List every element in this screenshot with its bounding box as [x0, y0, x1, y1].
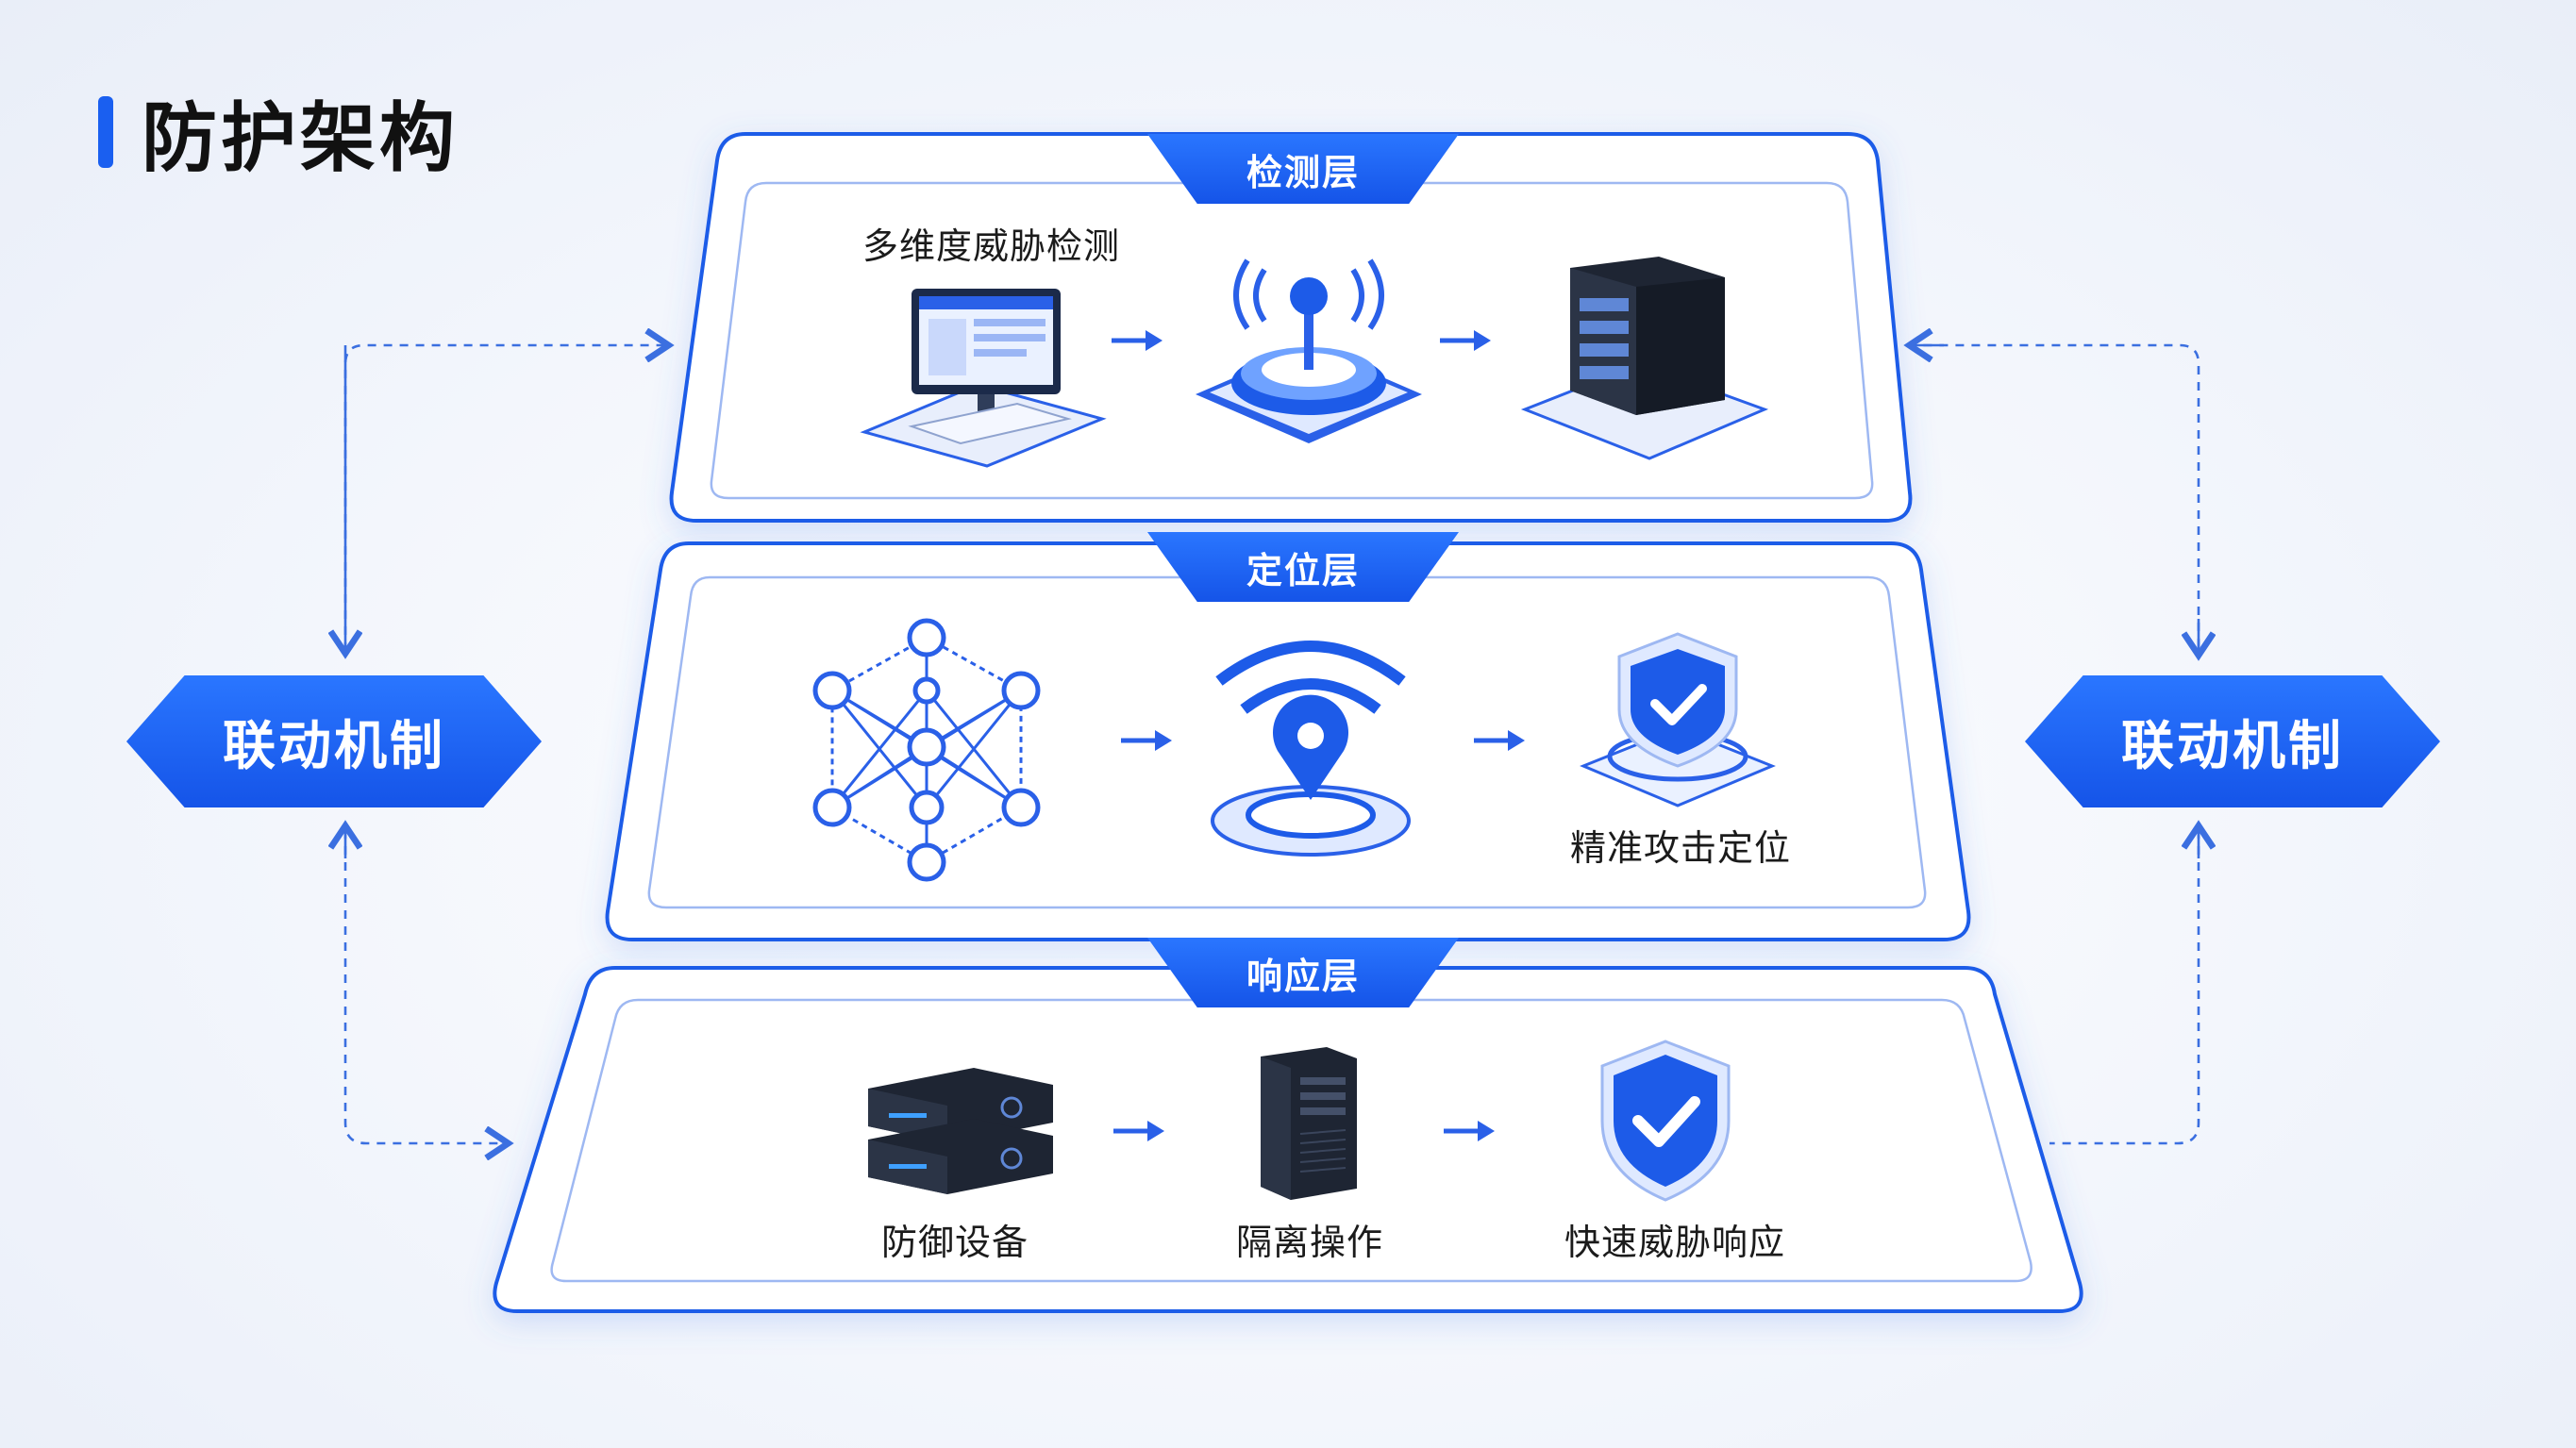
locate-label: 精准攻击定位 [1570, 827, 1792, 869]
server-rack-icon [1520, 257, 1769, 460]
tab-locate-layer: 定位层 [1147, 532, 1459, 602]
flow-arrow-icon [1121, 730, 1172, 751]
right-link-dashed [1914, 343, 2200, 1145]
detect-label: 多维度威胁检测 [862, 225, 1121, 267]
shield-check-icon [1580, 632, 1776, 807]
left-link-dashed [345, 345, 666, 1143]
title-accent-bar [98, 96, 113, 168]
defense-device-label: 防御设备 [881, 1222, 1029, 1263]
tab-detect-layer: 检测层 [1147, 134, 1459, 204]
flow-arrow-icon [1113, 1121, 1164, 1141]
linkage-mechanism-right: 联动机制 [2025, 675, 2440, 807]
page-title: 防护架构 [98, 87, 459, 182]
rapid-response-label: 快速威胁响应 [1564, 1222, 1786, 1263]
tower-server-icon [1261, 1047, 1357, 1200]
network-graph-icon [812, 618, 1041, 882]
shield-check-icon [1600, 1040, 1731, 1202]
flow-arrow-icon [1474, 730, 1525, 751]
monitor-icon [860, 289, 1107, 468]
page-title-text: 防护架构 [142, 94, 459, 182]
linkage-mechanism-left: 联动机制 [126, 675, 542, 807]
tab-respond-layer: 响应层 [1147, 938, 1459, 1007]
flow-arrow-icon [1444, 1121, 1495, 1141]
flow-arrow-icon [1112, 330, 1163, 351]
isolation-label: 隔离操作 [1236, 1222, 1384, 1263]
sensor-beacon-icon [1196, 258, 1422, 443]
defense-appliance-icon [868, 1068, 1053, 1194]
flow-arrow-icon [1440, 330, 1491, 351]
location-signal-icon [1211, 641, 1411, 857]
